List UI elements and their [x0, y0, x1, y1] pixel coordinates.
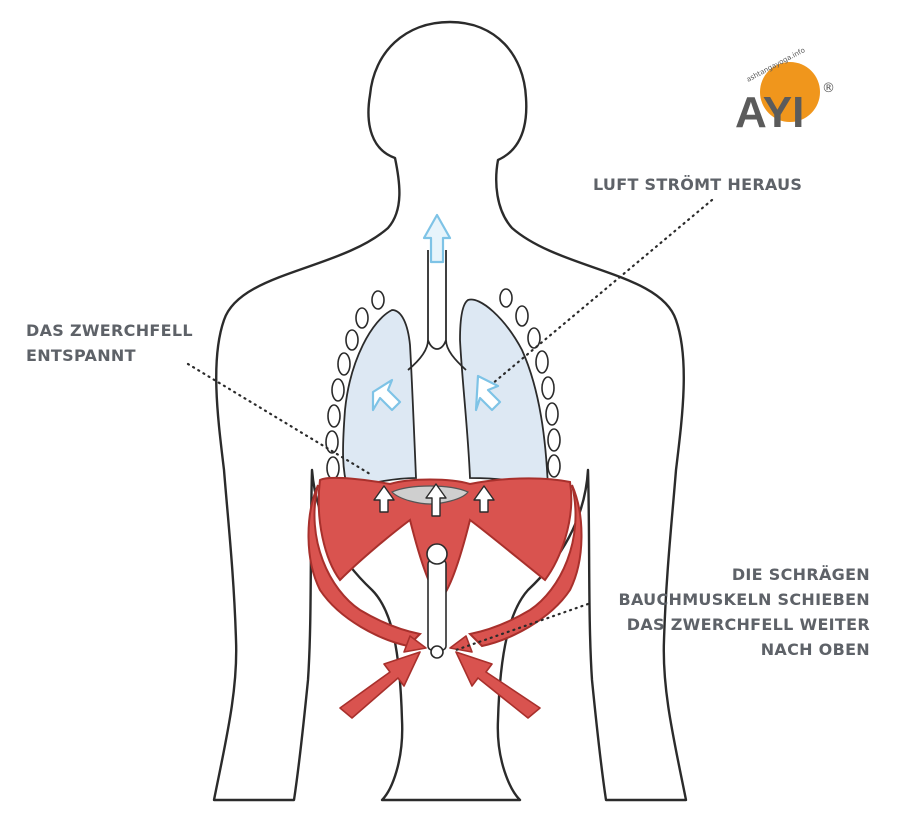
spine-bottom [430, 645, 444, 659]
label-obliques-line-2: BAUCHMUSKELN SCHIEBEN [618, 590, 870, 609]
abdominal-push-arrows [339, 635, 541, 719]
air-up-arrow [422, 213, 452, 264]
ribs-right [499, 288, 561, 478]
label-diaphragm-relaxes: DAS ZWERCHFELL ENTSPANNT [26, 318, 193, 368]
label-obliques-line-1: DIE SCHRÄGEN [731, 565, 870, 584]
body-outline [212, 20, 688, 802]
lung-arrow-left [371, 378, 402, 412]
registered-mark: ® [822, 81, 835, 96]
trachea [407, 250, 467, 371]
leader-lines [186, 198, 714, 652]
label-air-out-text: LUFT STRÖMT HERAUS [593, 175, 803, 194]
lung-arrow-right [474, 374, 502, 412]
ayi-logo: AYI ashtangayoga.info ® [735, 46, 835, 137]
oblique-muscle-right [467, 484, 583, 648]
logo-sun [760, 62, 820, 122]
label-diaphragm-line-1: DAS ZWERCHFELL [26, 321, 193, 340]
label-diaphragm-line-2: ENTSPANNT [26, 346, 136, 365]
diaphragm-up-arrows [373, 483, 495, 517]
spine [427, 559, 447, 651]
label-obliques-line-3: DAS ZWERCHFELL WEITER [626, 615, 870, 634]
label-obliques: DIE SCHRÄGEN BAUCHMUSKELN SCHIEBEN DAS Z… [578, 562, 870, 662]
ribs-left [325, 290, 385, 480]
spine-top [426, 543, 448, 565]
logo-letters: AYI [735, 88, 804, 137]
label-air-out: LUFT STRÖMT HERAUS [593, 172, 802, 197]
label-obliques-line-4: NACH OBEN [760, 640, 870, 659]
